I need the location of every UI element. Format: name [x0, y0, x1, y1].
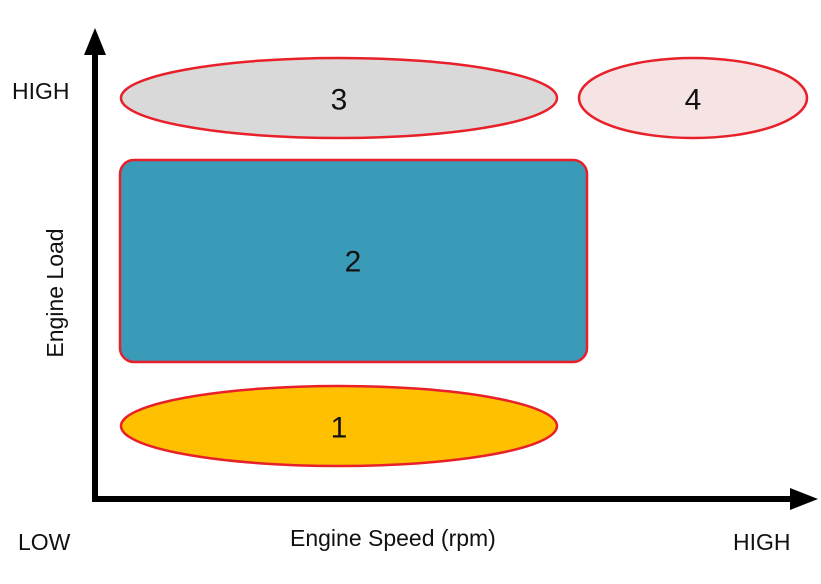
- zone-3-label: 3: [331, 84, 348, 117]
- zone-2-label: 2: [345, 246, 362, 279]
- zone-1-label: 1: [331, 412, 348, 445]
- y-axis-title: Engine Load: [42, 228, 68, 357]
- y-axis-arrowhead: [84, 28, 106, 55]
- x-low-label: LOW: [18, 529, 71, 555]
- zone-3-ellipse: [119, 56, 559, 140]
- zone-2-rect: [118, 158, 589, 364]
- x-axis-arrowhead: [790, 488, 818, 510]
- x-high-label: HIGH: [733, 529, 791, 555]
- zone-4-ellipse: [577, 56, 809, 140]
- zone-1-ellipse: [119, 384, 559, 468]
- x-axis-title: Engine Speed (rpm): [290, 525, 496, 551]
- y-high-label: HIGH: [12, 78, 70, 104]
- zone-4-label: 4: [685, 84, 702, 117]
